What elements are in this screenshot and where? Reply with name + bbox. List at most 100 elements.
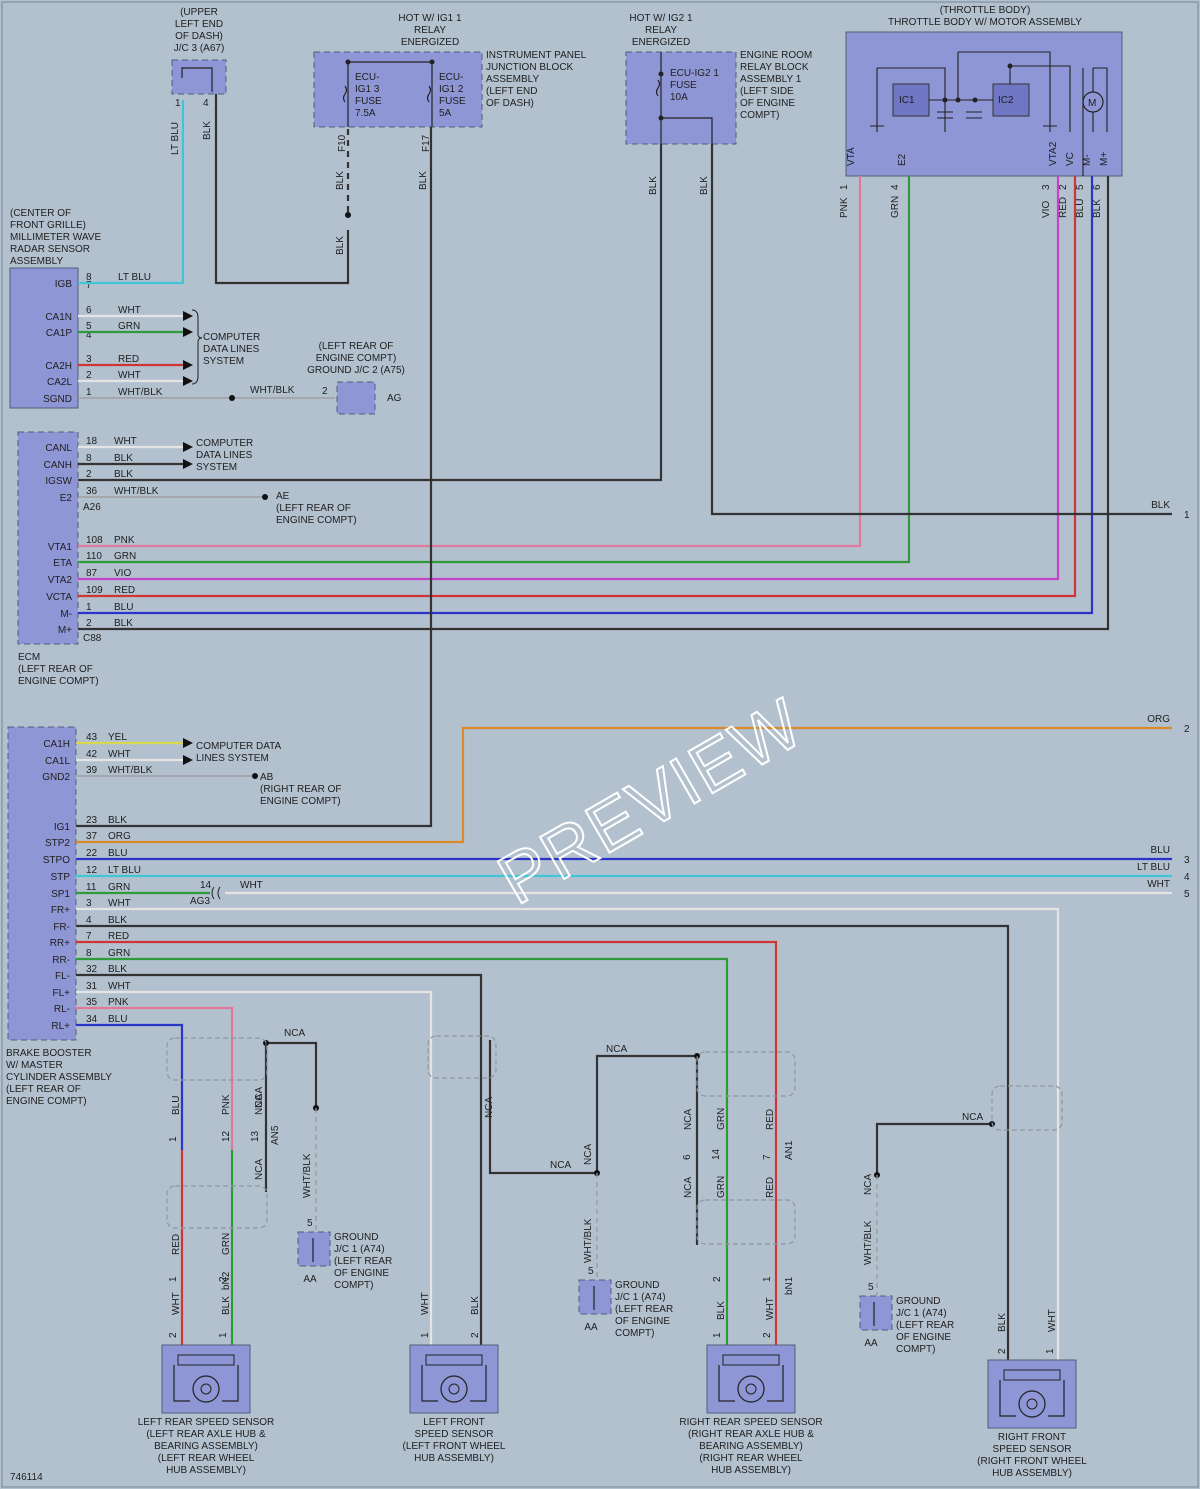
brake-ab-3: ENGINE COMPT) — [260, 796, 341, 807]
ground-a74-code-1: AA — [584, 1322, 598, 1333]
splice-pin-0: 12 — [221, 1130, 232, 1142]
ground-a74-label-0-0: GROUND — [334, 1232, 378, 1243]
fuse1-line-1: ECU- — [355, 72, 379, 83]
splice-pin-3: 14 — [711, 1148, 722, 1160]
brake-pin-num-35: 35 — [86, 997, 98, 1008]
tb-pin-name-4: M- — [1082, 154, 1093, 166]
ecm-pin-vcta: VCTA — [46, 592, 72, 603]
brake-pin-rrminus: RR- — [52, 955, 70, 966]
brake-title-1: BRAKE BOOSTER — [6, 1048, 92, 1059]
ground-jc1-a74-0 — [297, 1231, 331, 1267]
brake-wire-label-22: BLU — [108, 848, 127, 859]
brake-wire-label-8: GRN — [108, 948, 130, 959]
right-rear-sensor-label-2: BEARING ASSEMBLY) — [699, 1441, 803, 1452]
pin-f17: F17 — [421, 134, 432, 152]
sp1-junction-pin: 14 — [200, 880, 212, 891]
splice-pin-2: 1 — [168, 1136, 179, 1142]
wire-eta — [78, 176, 911, 564]
label-ag3: AG3 — [190, 896, 210, 907]
label-lower-20: WHT — [1047, 1309, 1058, 1332]
wire-nca-lr — [266, 1041, 318, 1108]
brake-pin-gnd2: GND2 — [42, 772, 70, 783]
ecm-pin-num-8: 8 — [86, 453, 92, 464]
errb-label-1: ENGINE ROOM — [740, 50, 812, 61]
ground-a74-label-1-2: (LEFT REAR — [615, 1304, 673, 1315]
wire-vta2 — [78, 176, 1060, 581]
ecm-wire-label-108: PNK — [114, 535, 135, 546]
label-f17-blk: BLK — [418, 171, 429, 190]
tb-pin-num-2: 3 — [1041, 184, 1052, 190]
tb-wire-label-5: BLK — [1092, 199, 1103, 218]
brake-wire-label-32: BLK — [108, 964, 127, 975]
brake-pin-num-4: 4 — [86, 915, 92, 926]
left-rear-magnet-icon — [173, 1365, 239, 1402]
ig1-header-line-1: HOT W/ IG1 1 — [398, 13, 462, 24]
fuse2-line-1: ECU- — [439, 72, 463, 83]
fuse3-line-1: ECU-IG2 1 — [670, 68, 719, 79]
left-rear-sensor-label-0: LEFT REAR SPEED SENSOR — [138, 1417, 275, 1428]
brake-wire-label-23: BLK — [108, 815, 127, 826]
ipjb-label-1: INSTRUMENT PANEL — [486, 50, 587, 61]
label-lower-0: BLU — [171, 1096, 182, 1115]
radar-pin-num-6: 6 — [86, 305, 92, 316]
ground-jc2-label: (LEFT REAR OF ENGINE COMPT) GROUND J/C 2… — [307, 341, 405, 376]
splice-pin-12: 1 — [420, 1332, 431, 1338]
wire-vta1 — [78, 176, 862, 548]
label-ground-whtblk-0: WHT/BLK — [302, 1153, 313, 1198]
ecm-pin-m+: M+ — [58, 625, 72, 636]
right-rear-sensor-label-3: (RIGHT REAR WHEEL — [699, 1453, 803, 1464]
tb-capacitors — [870, 111, 1057, 127]
right-front-gear-icon — [1018, 1390, 1046, 1418]
brake-pin-num-12: 12 — [86, 865, 98, 876]
label-ground-whtblk-1: WHT/BLK — [583, 1218, 594, 1263]
fuse3-line-2: FUSE — [670, 80, 697, 91]
splice-pin-4: 6 — [682, 1154, 693, 1160]
ic2-chip — [992, 83, 1030, 117]
tb-pin-name-0: VTA — [846, 147, 857, 166]
ecm-title-3: ENGINE COMPT) — [18, 676, 99, 687]
ecm-dl-2: DATA LINES — [196, 450, 253, 461]
engine-room-relay-block — [625, 51, 737, 145]
radar-pin-num-8: 8 — [86, 272, 92, 283]
ecm-arrow-canl — [183, 442, 193, 452]
tb-node-3 — [972, 97, 978, 103]
shield-rr-2 — [696, 1199, 796, 1245]
ig2-header-line-1: HOT W/ IG2 1 — [629, 13, 693, 24]
ig1-header-line-2: RELAY — [414, 25, 446, 36]
ground-a74-label-0-4: COMPT) — [334, 1280, 373, 1291]
fuse-ecu-ig1-2-symbol — [426, 85, 432, 103]
brake-wire-label-43: YEL — [108, 732, 127, 743]
right-rear-sensor-label-1: (RIGHT REAR AXLE HUB & — [688, 1429, 814, 1440]
label-ground-whtblk-2: WHT/BLK — [863, 1220, 874, 1265]
ecm-pin-canl: CANL — [45, 443, 72, 454]
ecm-pin-num-2: 2 — [86, 469, 92, 480]
right-rear-gear-hub-icon — [745, 1383, 757, 1395]
ecm-data-lines-label: COMPUTER DATA LINES SYSTEM — [196, 438, 253, 473]
brake-pin-stp2: STP2 — [45, 838, 70, 849]
tb-wire-label-4: BLU — [1075, 199, 1086, 218]
left-rear-coil-icon — [177, 1354, 235, 1366]
label-nca-lr-v2: NCA — [254, 1159, 265, 1180]
label-lower-11: RED — [765, 1109, 776, 1130]
radar-title-1: (CENTER OF — [10, 208, 71, 219]
errb-label-4: (LEFT SIDE — [740, 86, 794, 97]
ground-a74-label-1-3: OF ENGINE — [615, 1316, 670, 1327]
radar-wire-label-1: WHT/BLK — [118, 387, 163, 398]
wire-jc3-blk — [214, 94, 350, 285]
ground-jc1-a74-1 — [578, 1279, 612, 1315]
right-rear-sensor-label-4: HUB ASSEMBLY) — [711, 1465, 791, 1476]
ecm-pin-canh: CANH — [44, 460, 72, 471]
pin-f10: F10 — [337, 134, 348, 152]
ig2-header-line-2: RELAY — [645, 25, 677, 36]
brake-pin-frplus: FR+ — [51, 905, 70, 916]
ig2-relay-header: HOT W/ IG2 1 RELAY ENERGIZED — [629, 13, 693, 48]
brake-pin-stpo: STPO — [43, 855, 70, 866]
radar-pin-num-2: 2 — [86, 370, 92, 381]
label-nca-rf-v: NCA — [863, 1174, 874, 1195]
right-front-sensor-label-3: HUB ASSEMBLY) — [992, 1468, 1072, 1479]
label-nca-rr-v2: NCA — [683, 1177, 694, 1198]
ecm-pin-num-108: 108 — [86, 535, 103, 546]
ground-a74-pin-0: 5 — [307, 1218, 313, 1229]
